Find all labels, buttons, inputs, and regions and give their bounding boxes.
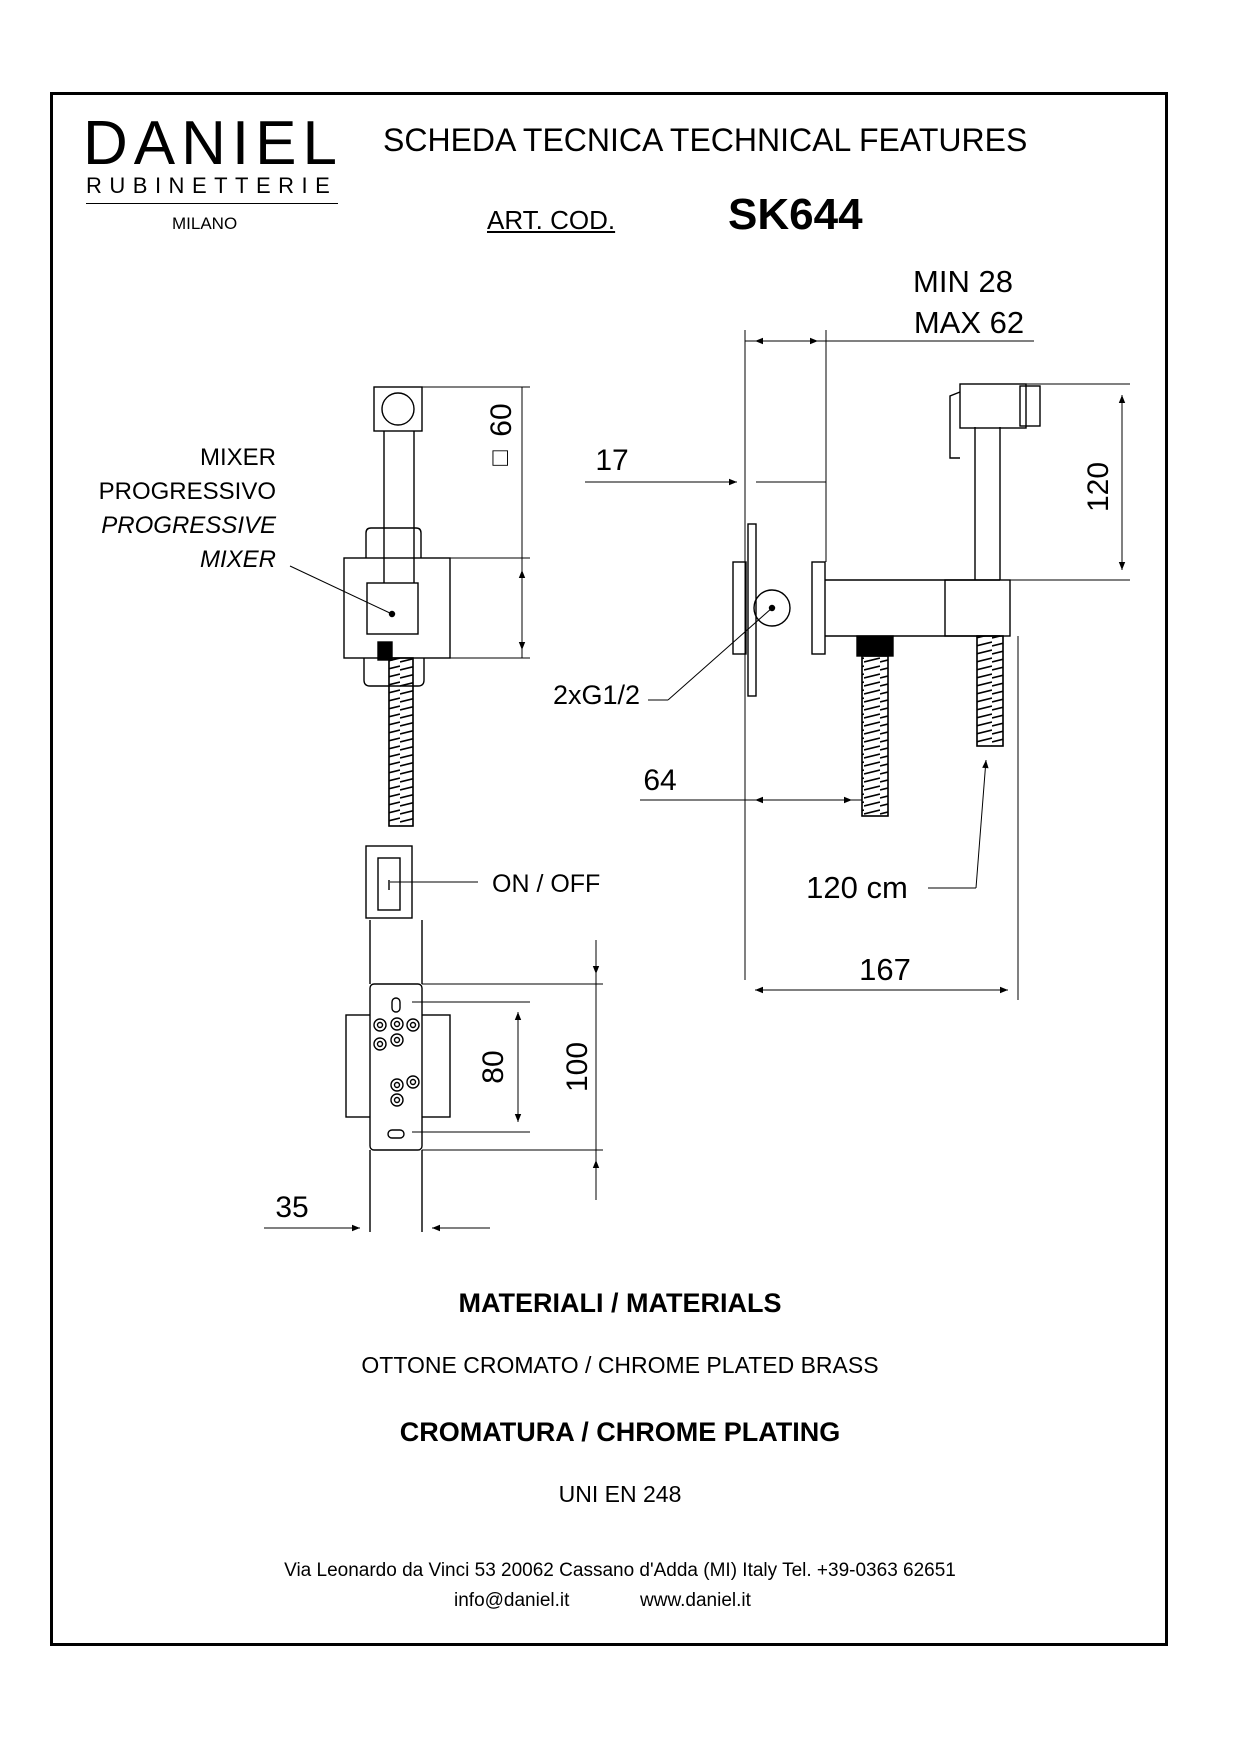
mixer-label-line-1: MIXER bbox=[200, 444, 276, 471]
sheet-title: SCHEDA TECNICA TECHNICAL FEATURES bbox=[383, 122, 1028, 158]
dim-square-symbol: □ bbox=[484, 450, 514, 466]
dim-120-label: 120 bbox=[1082, 462, 1115, 512]
logo-subtitle: RUBINETTERIE bbox=[86, 173, 338, 198]
dim-80-label: 80 bbox=[477, 1050, 510, 1083]
connection-label: 2xG1/2 bbox=[553, 680, 640, 710]
mixer-label-line-3: PROGRESSIVE bbox=[101, 512, 277, 539]
article-code: SK644 bbox=[728, 190, 863, 239]
hose-length-label: 120 cm bbox=[806, 870, 908, 905]
logo-rule bbox=[86, 203, 338, 204]
dim-min-label: MIN 28 bbox=[913, 264, 1013, 299]
dim-35-label: 35 bbox=[275, 1191, 308, 1224]
logo-city: MILANO bbox=[172, 214, 238, 233]
materials-text: OTTONE CROMATO / CHROME PLATED BRASS bbox=[361, 1352, 879, 1378]
plating-heading: CROMATURA / CHROME PLATING bbox=[399, 1417, 841, 1447]
dim-60-label: 60 bbox=[485, 403, 518, 436]
dim-167-label: 167 bbox=[859, 952, 911, 987]
side-view-mixer bbox=[289, 386, 530, 827]
front-view-mixer bbox=[585, 330, 1130, 1000]
dim-100-label: 100 bbox=[561, 1042, 594, 1092]
technical-drawing: MIN 28 MAX 62 60 □ MIXER PROGRESSIVO PRO… bbox=[99, 264, 1130, 1232]
footer-address: Via Leonardo da Vinci 53 20062 Cassano d… bbox=[284, 1560, 956, 1581]
mixer-label-line-4: MIXER bbox=[200, 546, 276, 573]
logo-brand: DANIEL bbox=[83, 109, 343, 178]
materials-heading: MATERIALI / MATERIALS bbox=[458, 1288, 782, 1318]
mixer-label-line-2: PROGRESSIVO bbox=[99, 478, 276, 505]
sheet-border bbox=[50, 92, 1168, 1646]
dim-17-label: 17 bbox=[595, 444, 628, 477]
dim-64-label: 64 bbox=[643, 764, 676, 797]
footer-website[interactable]: www.daniel.it bbox=[640, 1590, 751, 1611]
article-code-label: ART. COD. bbox=[487, 205, 616, 235]
dim-max-label: MAX 62 bbox=[914, 305, 1024, 340]
top-view-mixer bbox=[264, 845, 603, 1232]
plating-standard: UNI EN 248 bbox=[558, 1481, 682, 1507]
footer-email[interactable]: info@daniel.it bbox=[454, 1590, 570, 1611]
on-off-label: ON / OFF bbox=[492, 870, 600, 898]
